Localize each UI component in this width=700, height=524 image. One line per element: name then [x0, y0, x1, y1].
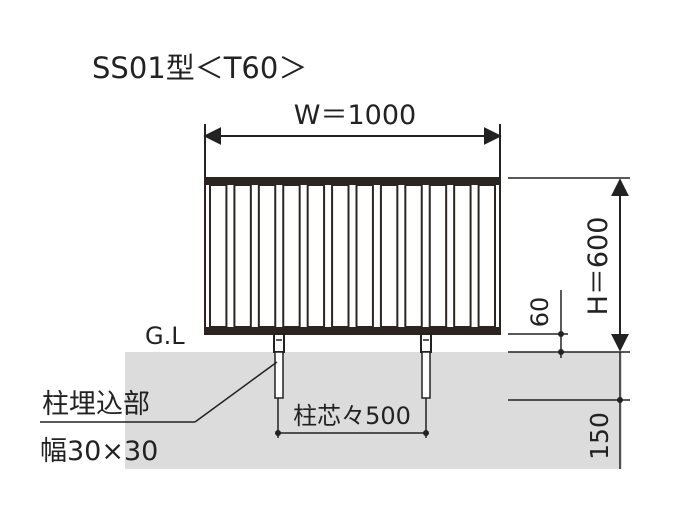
height-dimension-label: H＝600 — [583, 217, 614, 316]
fence-slat — [306, 184, 326, 328]
post-left — [273, 333, 285, 399]
fence-slat — [453, 184, 472, 328]
fence-slat — [379, 184, 399, 328]
fence-slat — [477, 184, 497, 328]
fence-slat — [428, 184, 448, 328]
embed-leader-line — [194, 361, 278, 423]
diagram-title: SS01型＜T60＞ — [92, 51, 307, 85]
embed-label-line2: 幅30×30 — [40, 436, 158, 467]
post-pitch-label: 柱芯々500 — [293, 402, 411, 430]
post-right — [420, 333, 432, 399]
gap-dot-top — [558, 331, 564, 337]
fence-slats — [209, 184, 497, 328]
fence-slat — [282, 184, 301, 328]
post-pitch-dot-left — [275, 430, 281, 436]
fence-bottom-rail — [204, 327, 501, 335]
ground-line-label: G.L — [145, 322, 185, 350]
fence-slat — [404, 184, 423, 328]
embed-label-line1: 柱埋込部 — [42, 389, 150, 420]
fence-slat — [257, 184, 277, 328]
ground-area — [125, 352, 622, 469]
fence-top-rail — [204, 177, 501, 185]
post-pitch-dot-right — [423, 430, 429, 436]
depth-dot-top — [617, 397, 623, 403]
gap-dot-bottom — [558, 349, 564, 355]
width-dimension-label: W＝1000 — [294, 100, 416, 131]
depth-dimension-label: 150 — [585, 412, 614, 460]
fence-outline — [204, 177, 501, 335]
fence-slat — [355, 184, 374, 328]
fence-slat — [233, 184, 252, 328]
gap-dimension-label: 60 — [526, 297, 554, 328]
fence-panel — [204, 177, 501, 335]
fence-slat — [209, 184, 228, 328]
fence-slat — [331, 184, 350, 328]
